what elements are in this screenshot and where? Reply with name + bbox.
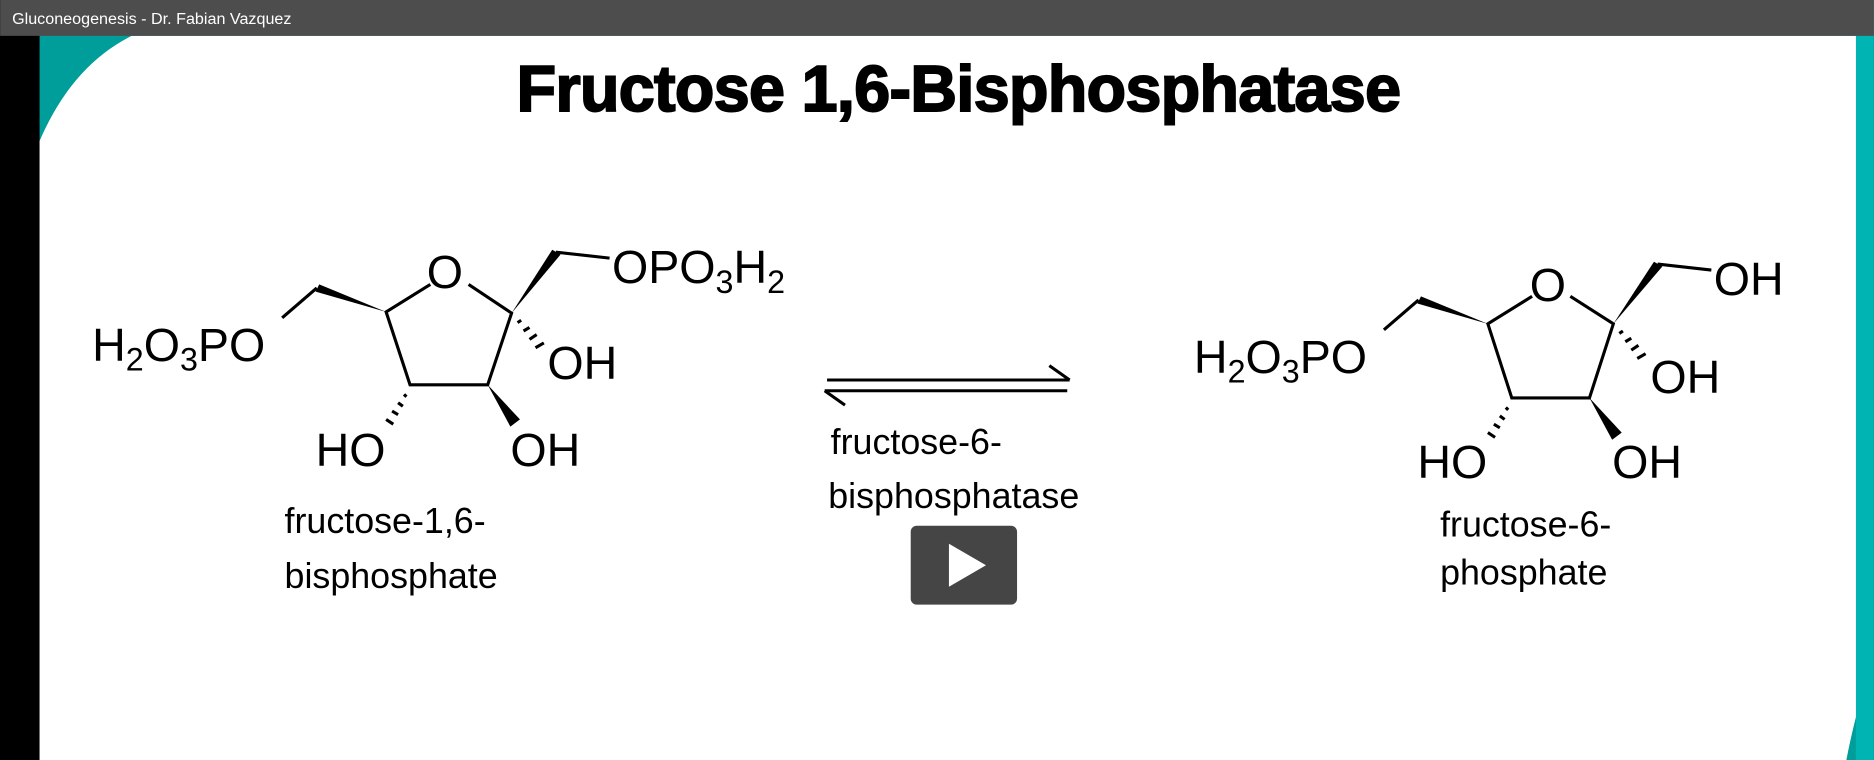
hydroxyl-label: OH [1714, 253, 1784, 305]
slide-content-area [39, 35, 1856, 760]
enzyme-name-line1: fructose-6- [831, 422, 1002, 462]
hydroxyl-label: OH [510, 424, 580, 476]
substrate-name-line1: fructose-1,6- [285, 501, 486, 541]
product-name-line1: fructose-6- [1440, 505, 1611, 545]
video-title-bar [0, 0, 1874, 36]
product-structure: O H2O3PO OH OH OH HO [1194, 253, 1784, 488]
product-name-line2: phosphate [1440, 552, 1607, 592]
hydroxyl-label: OH [1612, 436, 1682, 488]
hydroxyl-label: OH [547, 337, 617, 389]
equilibrium-arrow-icon [823, 364, 1071, 407]
phosphate-group-label: OPO3H2 [612, 241, 785, 300]
slide-title: Fructose 1,6-Bisphosphatase [517, 53, 1401, 125]
enzyme-name-line2: bisphosphatase [828, 476, 1079, 516]
hydroxyl-label: HO [316, 424, 386, 476]
hydroxyl-label: HO [1417, 436, 1487, 488]
hydroxyl-label: OH [1650, 351, 1720, 403]
substrate-structure: O H2O3PO OPO3H2 OH OH HO [92, 241, 785, 476]
play-icon[interactable] [948, 543, 986, 587]
phosphate-group-label: H2O3PO [92, 319, 265, 378]
ring-oxygen-label: O [1530, 259, 1566, 311]
phosphate-group-label: H2O3PO [1194, 331, 1367, 390]
video-title: Gluconeogenesis - Dr. Fabian Vazquez [12, 10, 291, 28]
ring-oxygen-label: O [427, 246, 463, 298]
play-button[interactable] [910, 525, 1018, 605]
slide-right-accent [1855, 0, 1874, 760]
substrate-name-line2: bisphosphate [285, 556, 498, 596]
